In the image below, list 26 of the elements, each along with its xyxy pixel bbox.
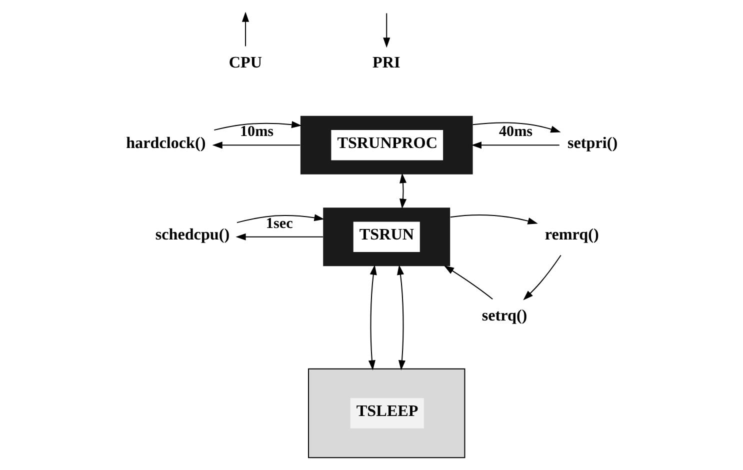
arrow <box>236 233 323 240</box>
node-text: remrq() <box>544 226 599 244</box>
arrow <box>523 255 562 300</box>
node-text: setrq() <box>482 307 528 324</box>
arrow <box>368 264 377 370</box>
edge-label: 40ms <box>498 124 533 140</box>
node-text: hardclock() <box>126 134 206 152</box>
arrow <box>472 122 561 133</box>
node-text: CPU <box>228 54 262 72</box>
node-text: schedcpu() <box>155 226 230 244</box>
arrow <box>242 12 250 46</box>
node-text: PRI <box>372 54 400 72</box>
arrow <box>397 264 406 370</box>
node-box: TSRUN <box>323 208 450 266</box>
arrow <box>450 214 538 224</box>
edge-label: 10ms <box>240 124 274 140</box>
arrow <box>471 142 560 149</box>
edge-label: 1sec <box>266 216 293 232</box>
arrow <box>236 214 324 224</box>
arrow <box>383 13 390 48</box>
node-text: setpri() <box>568 134 618 152</box>
arrow <box>444 265 493 300</box>
arrow <box>400 173 407 209</box>
arrow <box>214 121 302 131</box>
node-box: TSRUNPROC <box>300 116 473 174</box>
arrow <box>212 142 300 149</box>
